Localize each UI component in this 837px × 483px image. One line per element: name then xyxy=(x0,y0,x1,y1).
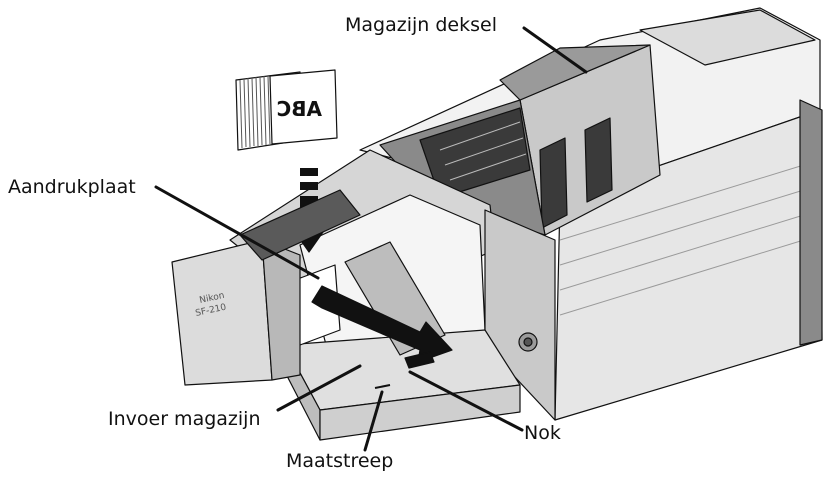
adapter-right-wall xyxy=(484,209,556,421)
label-feed-magazine: Invoer magazijn xyxy=(108,408,261,430)
label-nub: Nok xyxy=(524,422,561,444)
leader-gauge-mark xyxy=(363,390,384,452)
slide-text: ABC xyxy=(277,97,322,121)
focus-knob-center xyxy=(523,337,533,347)
magazine-lid-slot-1 xyxy=(584,117,613,203)
leader-feed-magazine xyxy=(276,364,362,412)
film-strip-frames xyxy=(439,121,527,181)
slide-guide xyxy=(239,189,361,261)
scanner-body-speaker-grille xyxy=(639,9,816,66)
scanner-body-ridges xyxy=(559,159,821,316)
nub xyxy=(404,351,435,369)
leader-pressure-plate xyxy=(154,185,320,280)
slide-front xyxy=(269,69,338,145)
leader-magazine-lid xyxy=(522,26,588,74)
scanner-body-dark-edge xyxy=(799,99,823,346)
label-gauge-mark: Maatstreep xyxy=(286,450,394,472)
label-magazine-lid: Magazijn deksel xyxy=(345,14,497,36)
label-pressure-plate: Aandrukplaat xyxy=(8,176,136,198)
feed-arrow xyxy=(311,285,453,363)
gauge-mark xyxy=(374,384,391,389)
slide-stack-lines xyxy=(239,75,271,149)
lamp-housing-front xyxy=(261,239,301,381)
leader-nub xyxy=(408,370,524,432)
magazine-lid-slot-2 xyxy=(539,137,568,229)
